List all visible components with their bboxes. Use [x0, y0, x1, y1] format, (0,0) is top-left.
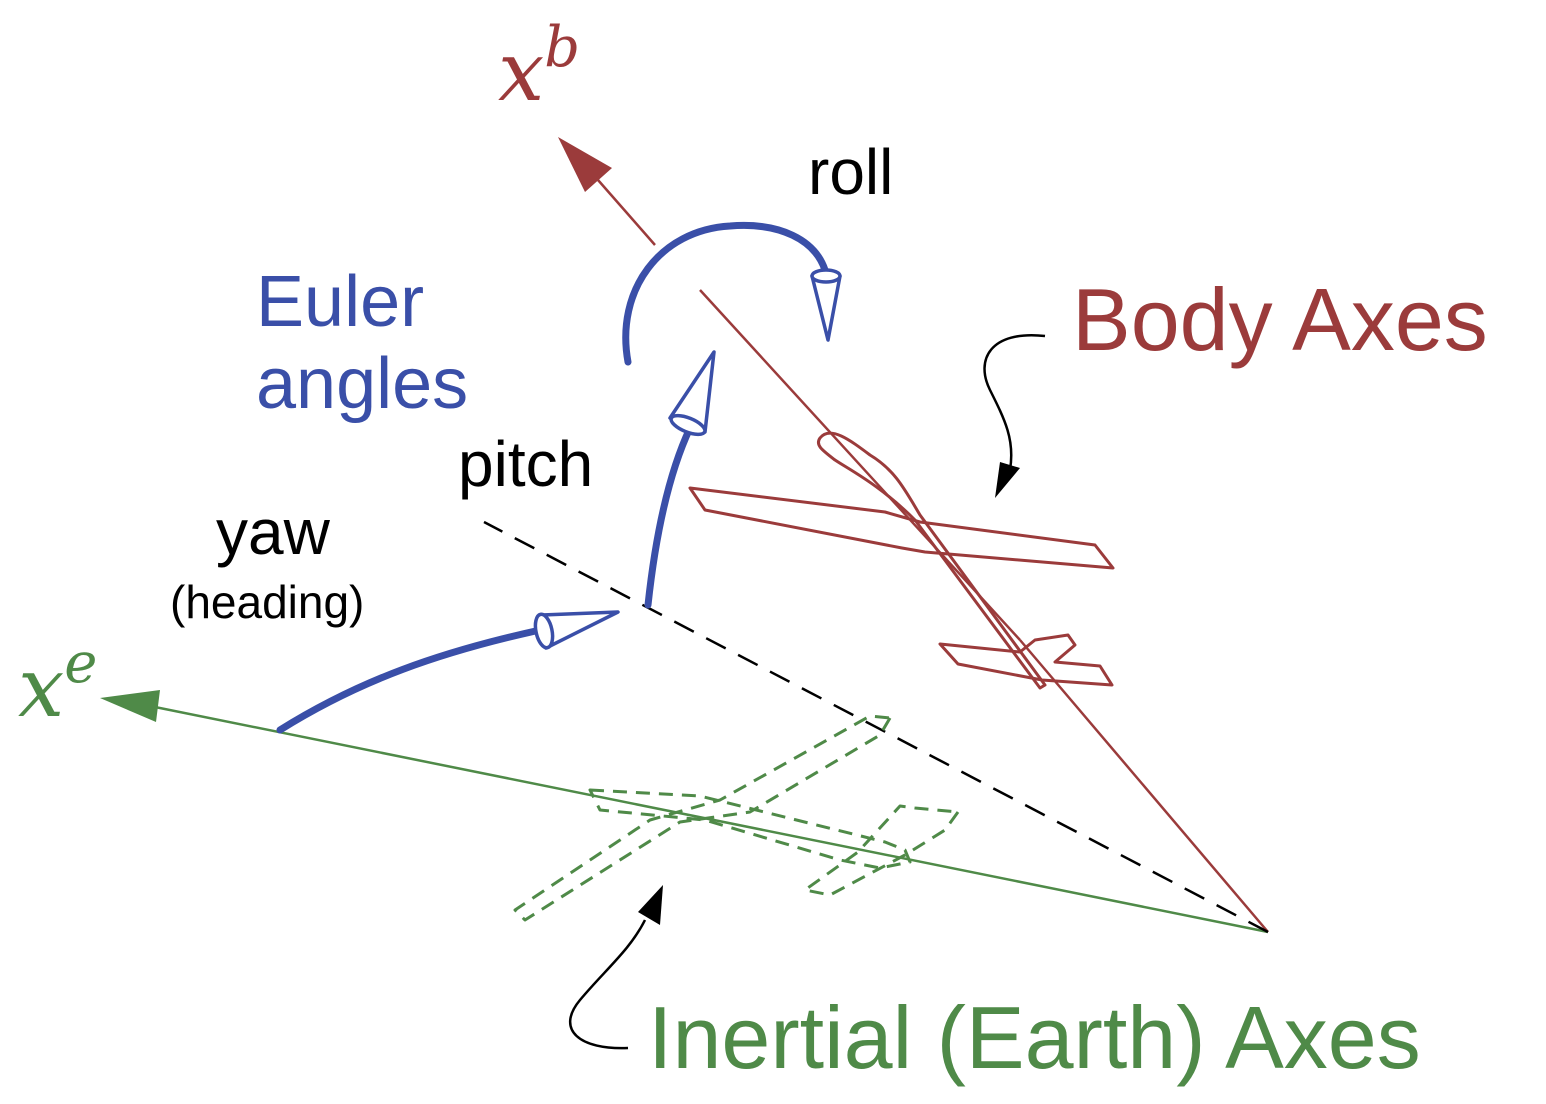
body-x-arrowhead — [558, 137, 612, 192]
euler-label-line2: angles — [256, 344, 468, 424]
body-airplane-fuselage — [816, 431, 1047, 690]
roll-arrowhead — [810, 274, 842, 342]
yaw-label: yaw — [216, 496, 331, 568]
body-airplane — [688, 431, 1115, 690]
xb-base: x — [498, 25, 544, 120]
inertial-airplane-wing — [513, 714, 892, 922]
body-airplane-wing — [688, 486, 1115, 570]
xe-label: xe — [18, 631, 97, 736]
body-axes-leader — [983, 333, 1046, 498]
pitch-arc — [644, 350, 716, 609]
xb-superscript: b — [544, 15, 580, 80]
heading-label: (heading) — [170, 576, 364, 628]
intermediate-axis-dashed — [483, 520, 1269, 934]
inertial-axes-leader — [568, 885, 663, 1050]
inertial-axes-label: Inertial (Earth) Axes — [648, 988, 1421, 1087]
pitch-label: pitch — [458, 428, 593, 500]
inertial-airplane-dashed — [513, 714, 960, 922]
xb-label: xb — [498, 15, 580, 120]
body-airplane-tail — [938, 633, 1114, 687]
euler-label-line1: Euler — [256, 262, 424, 342]
yaw-arc — [276, 610, 620, 734]
body-axes-label: Body Axes — [1072, 270, 1488, 369]
inertial-x-arrowhead — [100, 690, 160, 722]
roll-label: roll — [808, 136, 893, 208]
roll-arc — [622, 221, 842, 366]
inertial-airplane-fuselage — [588, 788, 912, 870]
inertial-airplane-tail — [803, 804, 960, 897]
xe-base: x — [18, 641, 64, 736]
body-x-axis — [558, 137, 1269, 933]
xe-superscript: e — [64, 631, 97, 696]
